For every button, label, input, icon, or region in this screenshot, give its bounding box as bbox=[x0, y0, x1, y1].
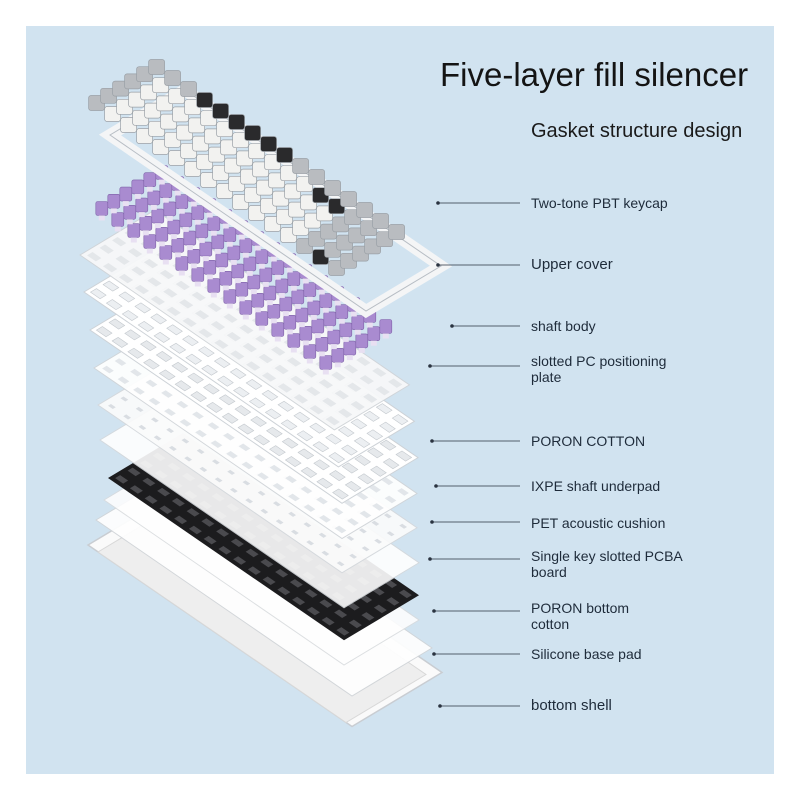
leader-dot-4 bbox=[430, 439, 434, 443]
label-positioning-plate: slotted PC positioning plate bbox=[531, 353, 667, 385]
label-poron-bottom: PORON bottom cotton bbox=[531, 600, 630, 632]
label-ixpe-underpad: IXPE shaft underpad bbox=[531, 478, 661, 494]
label-poron-cotton: PORON COTTON bbox=[531, 433, 646, 449]
label-shaft-body: shaft body bbox=[531, 318, 596, 334]
leader-dot-2 bbox=[450, 324, 454, 328]
leader-dot-6 bbox=[430, 520, 434, 524]
label-bottom-shell: bottom shell bbox=[531, 697, 612, 714]
leader-dot-10 bbox=[438, 704, 442, 708]
keycap-grid bbox=[88, 59, 405, 276]
switch-grid bbox=[95, 165, 393, 375]
label-keycap: Two-tone PBT keycap bbox=[531, 195, 668, 211]
leader-dot-3 bbox=[428, 364, 432, 368]
label-silicone-pad: Silicone base pad bbox=[531, 646, 642, 662]
leader-dot-1 bbox=[436, 263, 440, 267]
headline-title: Five-layer fill silencer bbox=[440, 56, 749, 93]
leader-dot-0 bbox=[436, 201, 440, 205]
label-pcba-board: Single key slotted PCBA board bbox=[531, 548, 682, 580]
leader-dot-5 bbox=[434, 484, 438, 488]
label-pet-cushion: PET acoustic cushion bbox=[531, 515, 666, 531]
leader-dot-8 bbox=[432, 609, 436, 613]
leader-dot-9 bbox=[432, 652, 436, 656]
headline-subtitle: Gasket structure design bbox=[531, 120, 743, 142]
label-upper-cover: Upper cover bbox=[531, 256, 613, 273]
leader-dot-7 bbox=[428, 557, 432, 561]
